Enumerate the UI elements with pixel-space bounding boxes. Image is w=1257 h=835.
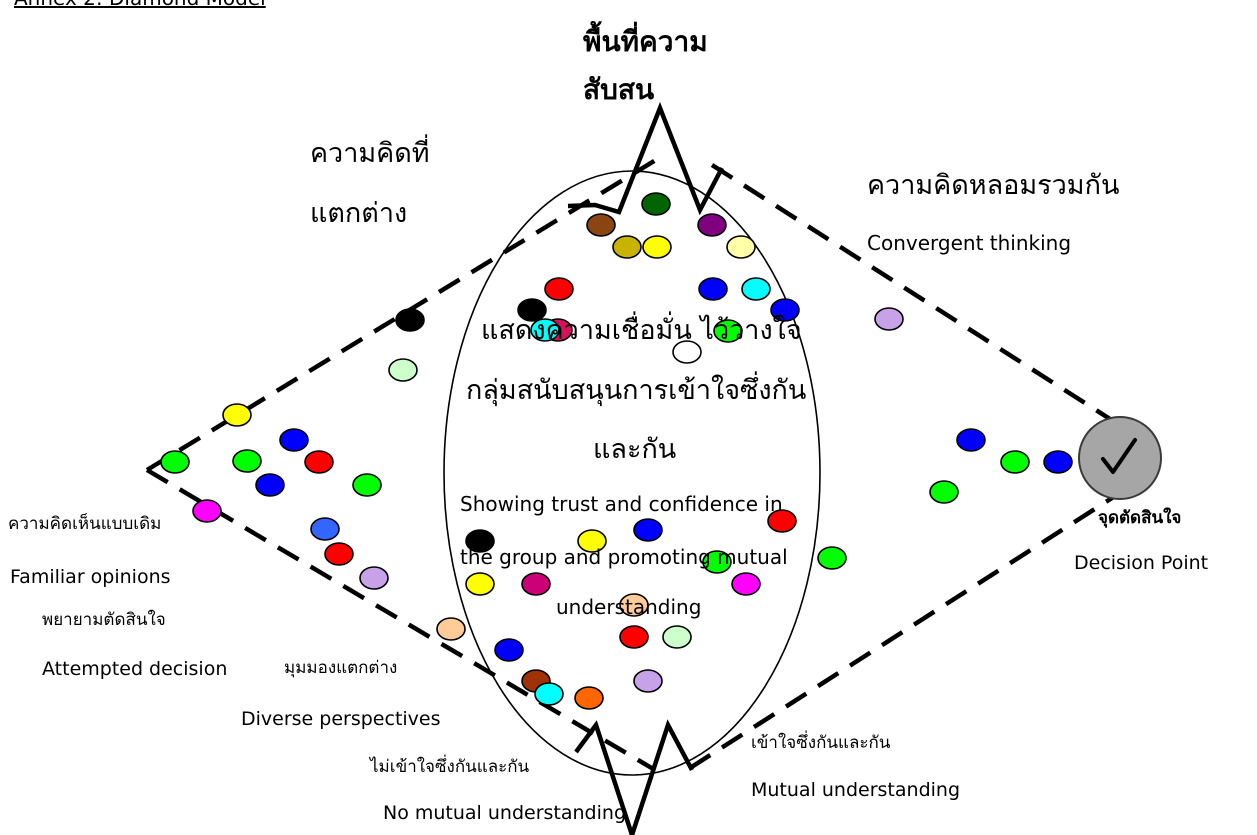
idea-dot xyxy=(713,319,743,343)
convergent-label-en: Convergent thinking xyxy=(867,231,1072,255)
idea-dot xyxy=(702,550,732,574)
top-zigzag xyxy=(567,101,724,216)
idea-dot xyxy=(698,277,728,301)
diverse-perspectives-en: Diverse perspectives xyxy=(241,708,441,730)
idea-dot xyxy=(619,625,649,649)
mutual-understanding-en: Mutual understanding xyxy=(751,779,961,801)
idea-dot xyxy=(633,518,663,542)
familiar-opinions-en: Familiar opinions xyxy=(10,566,171,588)
idea-dot xyxy=(310,517,340,541)
idea-dot xyxy=(770,298,800,322)
idea-dot xyxy=(619,593,649,617)
groan-zone-label-line1: พื้นที่ความ xyxy=(583,25,708,58)
idea-dot xyxy=(530,318,560,342)
bottom-zigzag xyxy=(574,719,694,835)
convergent-label-th: ความคิดหลอมรวมกัน xyxy=(867,170,1120,201)
decision-point xyxy=(1078,416,1162,500)
center-text-en-line2: the group and promoting mutual xyxy=(460,545,788,569)
idea-dot xyxy=(279,428,309,452)
diamond-edge-bottom-left xyxy=(145,468,657,772)
idea-dot xyxy=(544,277,574,301)
familiar-opinions-th: ความคิดเห็นแบบเดิม xyxy=(8,514,162,534)
diverse-perspectives-th: มุมมองแตกต่าง xyxy=(284,658,398,678)
idea-dot xyxy=(642,235,672,259)
attempted-decision-th: พยายามตัดสินใจ xyxy=(42,610,166,630)
idea-dot xyxy=(726,235,756,259)
idea-dot xyxy=(956,428,986,452)
idea-dot xyxy=(1043,450,1073,474)
no-mutual-understanding-th: ไม่เข้าใจซึ่งกันและกัน xyxy=(370,757,530,777)
idea-dot xyxy=(517,298,547,322)
idea-dot xyxy=(574,686,604,710)
idea-dot xyxy=(465,572,495,596)
decision-circle xyxy=(1078,416,1162,500)
decision-point-th: จุดตัดสินใจ xyxy=(1098,508,1182,528)
center-text-th-line3: และกัน xyxy=(593,434,677,465)
idea-dot xyxy=(767,509,797,533)
idea-dot xyxy=(304,450,334,474)
center-text-en-line1: Showing trust and confidence in xyxy=(460,492,783,516)
idea-dot xyxy=(731,572,761,596)
idea-dot xyxy=(521,572,551,596)
mutual-understanding-th: เข้าใจซึ่งกันและกัน xyxy=(751,733,891,753)
idea-dot xyxy=(352,473,382,497)
decision-point-en: Decision Point xyxy=(1074,552,1209,574)
idea-dot xyxy=(641,192,671,216)
diamond-edge-bottom-right xyxy=(688,464,1164,770)
idea-dot xyxy=(612,235,642,259)
idea-dot xyxy=(192,499,222,523)
idea-dot xyxy=(633,669,663,693)
idea-dot xyxy=(359,566,389,590)
idea-dot xyxy=(534,682,564,706)
idea-dot xyxy=(255,473,285,497)
diamond-edge-top-right xyxy=(710,163,1159,451)
idea-dot xyxy=(1000,450,1030,474)
groan-zone-ellipse xyxy=(443,170,821,776)
idea-dot xyxy=(929,480,959,504)
idea-dot xyxy=(222,403,252,427)
idea-dot xyxy=(494,638,524,662)
idea-dot xyxy=(577,529,607,553)
idea-dot xyxy=(395,308,425,332)
no-mutual-understanding-en: No mutual understanding xyxy=(383,802,627,824)
idea-dots xyxy=(160,192,1073,710)
divergent-label-line1: ความคิดที่ xyxy=(310,138,430,169)
idea-dot xyxy=(465,529,495,553)
center-text-th-line1: แสดงความเชื่อมั่น ไว้วางใจ xyxy=(481,315,802,346)
checkmark-icon xyxy=(1101,438,1137,474)
idea-dot xyxy=(232,449,262,473)
idea-dot xyxy=(817,546,847,570)
idea-dot xyxy=(436,617,466,641)
idea-dot xyxy=(874,307,904,331)
groan-zone-label-line2: สับสน xyxy=(583,73,655,106)
idea-dot xyxy=(388,358,418,382)
idea-dot xyxy=(586,213,616,237)
center-text-th-line2: กลุ่มสนับสนุนการเข้าใจซึ่งกัน xyxy=(466,375,807,406)
idea-dot xyxy=(697,213,727,237)
idea-dot xyxy=(662,625,692,649)
idea-dot xyxy=(741,277,771,301)
idea-dot xyxy=(160,450,190,474)
divergent-label-line2: แตกต่าง xyxy=(310,198,408,229)
idea-dot xyxy=(324,542,354,566)
annex-title: Annex 2: Diamond Model xyxy=(14,0,266,8)
idea-dot xyxy=(672,340,702,364)
center-text-en-line3: understanding xyxy=(556,595,702,619)
attempted-decision-en: Attempted decision xyxy=(42,658,228,680)
